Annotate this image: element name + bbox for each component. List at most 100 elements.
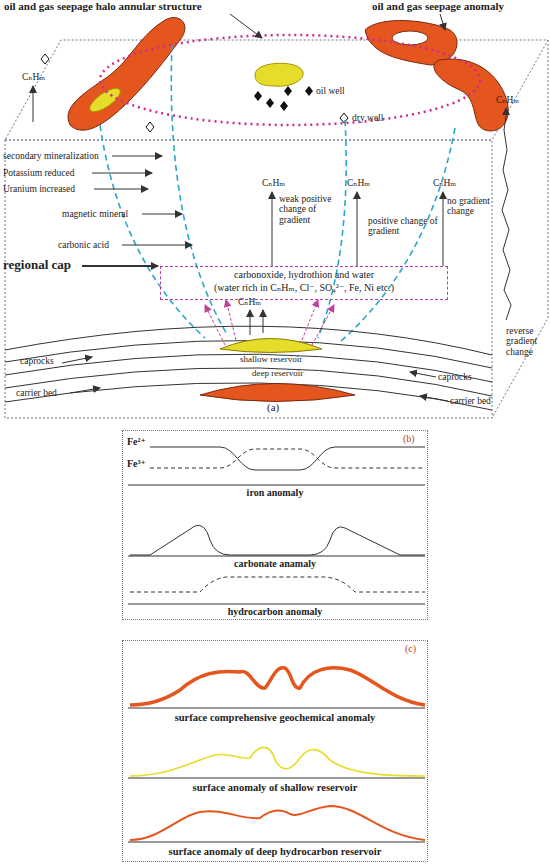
baseline bbox=[128, 842, 425, 843]
anomaly-panel: (b) Fe²⁺ Fe³⁺ iron anomaly carbonate anamaly… bbox=[122, 430, 428, 620]
curve-label: Fe²⁺ bbox=[127, 437, 146, 448]
dry-well bbox=[41, 54, 49, 64]
box-note: (water rich in CₙHₘ, Cl⁻, SO₄²⁻, Fe, Ni … bbox=[161, 283, 447, 294]
flux-arrow bbox=[33, 86, 34, 122]
gradient-label: weak positive change of gradient bbox=[279, 194, 343, 225]
pointer-arrow bbox=[122, 245, 192, 246]
baseline bbox=[128, 556, 425, 557]
flux-arrow bbox=[250, 310, 251, 335]
pointer-arrow bbox=[420, 396, 448, 401]
flux-arrow bbox=[357, 192, 358, 266]
layer-label: caprocks bbox=[438, 372, 472, 382]
curve-caption: carbonate anamaly bbox=[123, 559, 427, 570]
panel-label: (b) bbox=[403, 434, 415, 445]
effect-label: carbonic acid bbox=[58, 240, 109, 250]
leak-arrow bbox=[226, 300, 236, 340]
gradient-profile bbox=[502, 116, 511, 320]
oil-well bbox=[254, 91, 262, 101]
migration-path bbox=[318, 120, 346, 338]
box-heading: carbonoxide, hydrothion and water bbox=[161, 270, 447, 281]
block-side-face bbox=[492, 40, 548, 418]
curve-caption: hydrocarbon anomaly bbox=[123, 607, 427, 618]
migration-path bbox=[100, 125, 205, 338]
pointer-arrow bbox=[142, 214, 182, 215]
strata-line bbox=[5, 383, 492, 410]
oil-well bbox=[266, 98, 274, 108]
callout-label: oil and gas seepage anomaly bbox=[372, 1, 504, 13]
chemical-formula: CₙHₘ bbox=[496, 95, 519, 105]
seepage-anomaly bbox=[365, 21, 457, 65]
fe3-curve bbox=[150, 449, 425, 468]
effect-label: secondary mineralization bbox=[3, 151, 99, 161]
surface-anomaly-panel: (c) surface comprehensive geochemical ano… bbox=[122, 640, 428, 862]
flux-arrow bbox=[263, 310, 264, 333]
gradient-label: positive change of gradient bbox=[368, 216, 450, 237]
callout-label: oil and gas seepage halo annular structu… bbox=[4, 1, 202, 13]
leak-arrow bbox=[205, 305, 225, 345]
deep-reservoir bbox=[200, 384, 355, 402]
leak-arrow bbox=[312, 305, 334, 345]
oil-well bbox=[305, 86, 313, 96]
comprehensive-curve bbox=[130, 668, 425, 705]
leak-arrow bbox=[302, 300, 318, 340]
baseline bbox=[128, 708, 425, 709]
flux-arrow bbox=[506, 108, 507, 116]
effect-label: magnetic mineral bbox=[62, 209, 128, 219]
baseline bbox=[128, 485, 425, 486]
panel-label: (c) bbox=[405, 644, 416, 655]
oil-well bbox=[280, 101, 288, 111]
layer-label: carrier bed bbox=[450, 396, 491, 406]
shallow-anomaly bbox=[255, 63, 303, 86]
chemical-formula: CₙHₘ bbox=[238, 297, 261, 307]
chemical-formula: CₙHₘ bbox=[347, 178, 370, 188]
pointer-arrow bbox=[82, 265, 158, 267]
migration-path bbox=[340, 128, 455, 342]
deep-curve bbox=[130, 806, 425, 840]
legend-note: oil well bbox=[316, 86, 345, 96]
carbonate-curve bbox=[130, 525, 425, 555]
flux-arrow bbox=[443, 192, 444, 266]
reservoir-label: deep reservoir bbox=[252, 369, 303, 379]
effect-label: Potassium reduced bbox=[3, 168, 75, 178]
curve-caption: surface anomaly of shallow reservoir bbox=[123, 782, 427, 793]
gradient-label: no gradient change bbox=[447, 196, 497, 217]
chemical-formula: CₙHₘ bbox=[262, 178, 285, 188]
block-front-face bbox=[5, 140, 492, 418]
oil-well bbox=[284, 86, 292, 96]
hydrocarbon-curve bbox=[130, 577, 425, 592]
baseline bbox=[128, 604, 425, 605]
legend-note: dry well bbox=[352, 113, 383, 123]
flux-arrow bbox=[272, 192, 273, 266]
baseline bbox=[128, 778, 425, 779]
layer-label: regional cap bbox=[3, 258, 71, 272]
curve-caption: iron anomaly bbox=[123, 488, 427, 499]
panel-label: (a) bbox=[267, 402, 279, 414]
chemical-formula: CₙHₘ bbox=[433, 178, 456, 188]
leader-line bbox=[230, 14, 262, 38]
fe2-curve bbox=[150, 447, 425, 470]
reservoir-label: shallow reservoir bbox=[240, 355, 302, 365]
shallow-curve bbox=[130, 747, 425, 776]
pointer-arrow bbox=[70, 388, 100, 393]
curve-caption: surface anomaly of deep hydrocarbon rese… bbox=[123, 846, 427, 857]
layer-label: caprocks bbox=[20, 356, 54, 366]
curve-label: Fe³⁺ bbox=[127, 459, 146, 470]
effect-label: Uranium increased bbox=[3, 184, 75, 194]
pointer-arrow bbox=[62, 357, 92, 363]
pointer-arrow bbox=[112, 156, 162, 157]
halo-ring bbox=[100, 35, 480, 125]
layer-label: carrier bed bbox=[16, 388, 57, 398]
shallow-anomaly bbox=[86, 84, 124, 116]
pointer-arrow bbox=[94, 189, 148, 190]
dry-well bbox=[146, 122, 154, 132]
leader-line bbox=[440, 14, 445, 30]
gradient-label: reverse gradient change bbox=[506, 326, 548, 357]
shallow-reservoir bbox=[220, 339, 322, 353]
fluid-box: carbonoxide, hydrothion and water (water … bbox=[160, 266, 448, 300]
curve-caption: surface comprehensive geochemical anomal… bbox=[123, 712, 427, 723]
pointer-arrow bbox=[92, 173, 152, 174]
chemical-formula: CₙHₘ bbox=[22, 72, 45, 82]
dry-well bbox=[340, 113, 348, 123]
